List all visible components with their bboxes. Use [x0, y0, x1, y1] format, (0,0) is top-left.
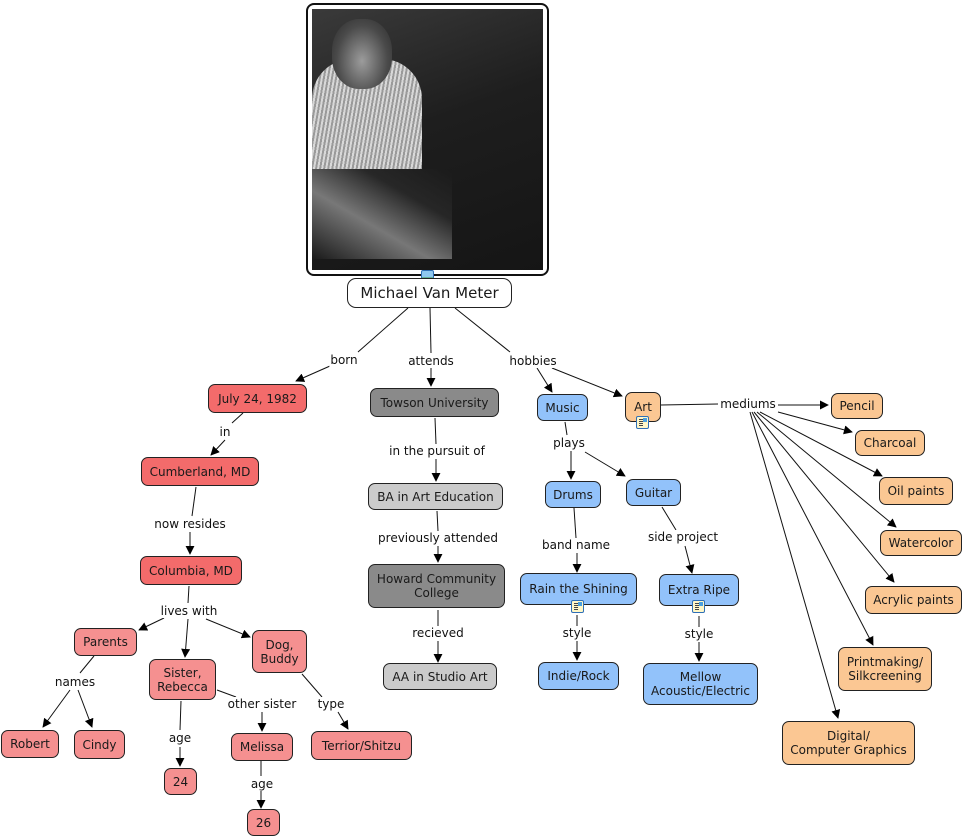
node-birthdate[interactable]: July 24, 1982	[208, 384, 307, 413]
link-line	[777, 411, 853, 435]
link-label-mediums: mediums	[719, 397, 777, 411]
node-printmaking[interactable]: Printmaking/ Silkcreening	[838, 647, 932, 691]
link-line	[684, 545, 695, 574]
root-photo	[312, 9, 543, 270]
link-line	[179, 700, 182, 731]
link-label-plays: plays	[552, 436, 586, 450]
link-label-side-project: side project	[646, 530, 720, 544]
node-music[interactable]: Music	[537, 394, 588, 421]
node-melissa[interactable]: Melissa	[231, 733, 293, 761]
node-howard-college[interactable]: Howard Community College	[368, 564, 505, 608]
node-ba-art-education[interactable]: BA in Art Education	[368, 483, 503, 510]
link-line	[77, 689, 94, 728]
link-line	[436, 510, 439, 532]
link-line	[756, 411, 897, 528]
link-line	[753, 411, 895, 583]
root-photo-frame[interactable]	[306, 3, 549, 276]
link-label-names: names	[53, 675, 97, 689]
link-label-other-sister: other sister	[226, 697, 298, 711]
node-guitar[interactable]: Guitar	[626, 479, 681, 506]
link-label-style: style	[561, 626, 593, 640]
link-label-recieved: recieved	[411, 626, 465, 640]
link-line	[573, 507, 577, 539]
link-line	[210, 439, 226, 456]
link-line	[660, 403, 719, 406]
node-robert[interactable]: Robert	[1, 730, 59, 758]
link-line	[536, 367, 553, 393]
link-line	[216, 689, 237, 698]
link-label-now-resides: now resides	[153, 517, 227, 531]
link-line	[181, 618, 191, 658]
link-line	[295, 365, 331, 382]
link-label-style: style	[683, 627, 715, 641]
node-sister-rebecca[interactable]: Sister, Rebecca	[149, 659, 216, 700]
link-label-pursuit: in the pursuit of	[388, 444, 486, 458]
link-line	[187, 585, 190, 604]
link-line	[79, 655, 95, 674]
node-charcoal[interactable]: Charcoal	[855, 430, 925, 456]
link-line	[205, 618, 251, 639]
document-icon[interactable]	[636, 416, 649, 429]
link-label-band-name: band name	[540, 538, 612, 552]
link-line	[551, 367, 623, 398]
node-parents[interactable]: Parents	[74, 628, 137, 656]
link-line	[661, 506, 677, 531]
document-icon[interactable]	[692, 600, 705, 613]
link-label-type: type	[316, 697, 346, 711]
photo-arms	[312, 169, 452, 259]
link-line	[584, 451, 626, 477]
node-drums[interactable]: Drums	[545, 481, 601, 508]
link-line	[564, 421, 568, 436]
node-root[interactable]: Michael Van Meter	[347, 278, 512, 308]
node-cumberland[interactable]: Cumberland, MD	[141, 457, 259, 486]
node-digital-graphics[interactable]: Digital/ Computer Graphics	[782, 721, 915, 765]
link-line	[231, 412, 244, 424]
node-pencil[interactable]: Pencil	[831, 393, 883, 419]
link-line	[759, 411, 883, 477]
link-line	[357, 307, 409, 353]
document-icon[interactable]	[571, 600, 584, 613]
link-line	[191, 486, 197, 517]
link-line	[429, 307, 432, 354]
node-rain-the-shining[interactable]: Rain the Shining	[520, 573, 637, 605]
link-label-lives-with: lives with	[159, 604, 219, 618]
link-label-age: age	[249, 777, 275, 791]
node-oil-paints[interactable]: Oil paints	[879, 477, 953, 505]
node-mellow-acoustic[interactable]: Mellow Acoustic/Electric	[643, 663, 758, 705]
node-watercolor[interactable]: Watercolor	[880, 530, 962, 556]
node-indie-rock[interactable]: Indie/Rock	[538, 662, 619, 690]
photo-head	[332, 19, 392, 89]
node-dog-buddy[interactable]: Dog, Buddy	[252, 630, 307, 673]
link-label-previously-attended: previously attended	[377, 531, 499, 545]
link-line	[301, 673, 323, 698]
link-label-in: in	[218, 425, 232, 439]
link-label-born: born	[329, 353, 359, 367]
link-line	[138, 617, 165, 631]
link-line	[749, 411, 841, 719]
node-towson[interactable]: Towson University	[370, 388, 499, 417]
link-line	[751, 411, 874, 646]
node-cindy[interactable]: Cindy	[74, 730, 125, 759]
node-columbia[interactable]: Columbia, MD	[140, 556, 242, 585]
node-aa-studio-art[interactable]: AA in Studio Art	[383, 663, 497, 690]
node-age-26[interactable]: 26	[247, 809, 280, 836]
node-age-24[interactable]: 24	[164, 768, 197, 795]
link-line	[337, 711, 349, 730]
link-line	[434, 417, 437, 445]
link-line	[42, 689, 71, 728]
link-label-attends: attends	[407, 354, 455, 368]
node-acrylic-paints[interactable]: Acrylic paints	[865, 586, 962, 614]
link-label-age: age	[167, 731, 193, 745]
link-line	[454, 307, 511, 353]
link-label-hobbies: hobbies	[508, 354, 558, 368]
node-terrier-shitzu[interactable]: Terrior/Shitzu	[311, 731, 412, 760]
